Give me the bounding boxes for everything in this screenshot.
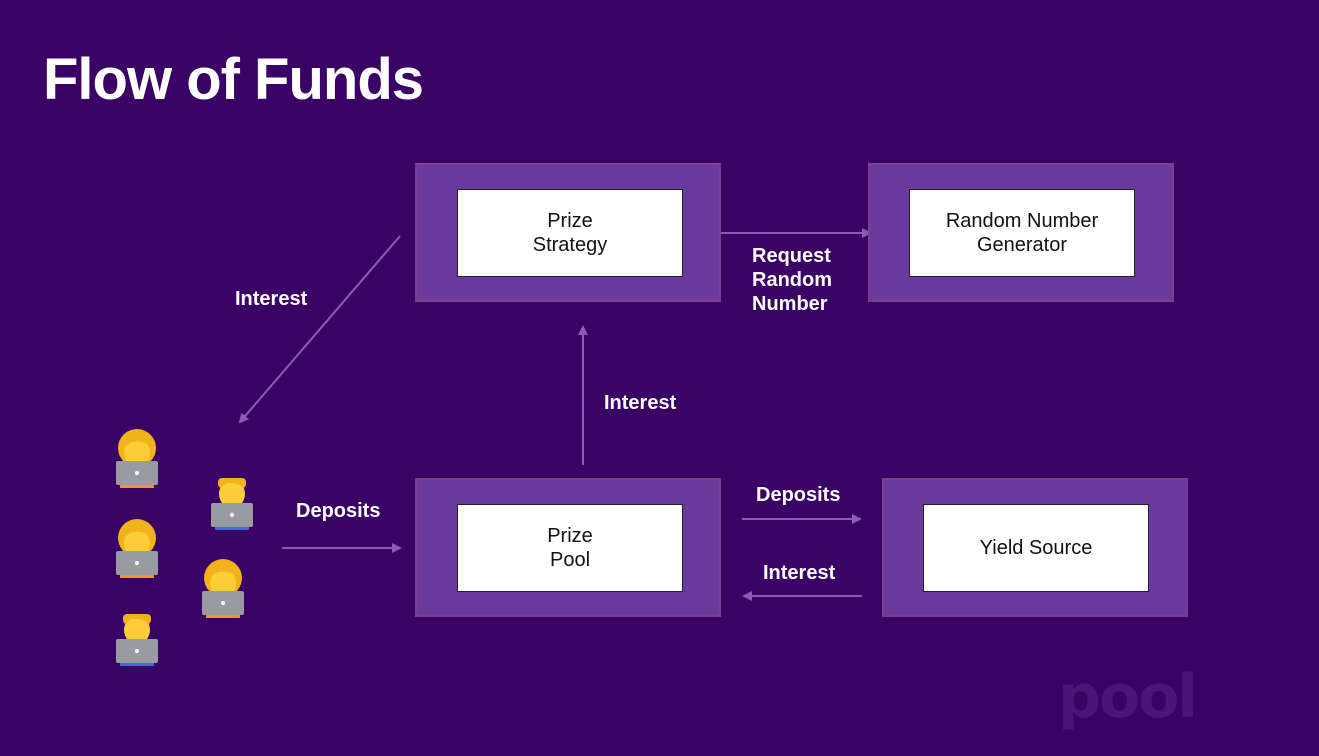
label-yield-to-pool: Interest xyxy=(763,562,836,584)
person-with-laptop-icon xyxy=(202,559,244,618)
rng-box: Random Number Generator xyxy=(909,189,1135,277)
yield-source-box: Yield Source xyxy=(923,504,1149,592)
prize-strategy-box: Prize Strategy xyxy=(457,189,683,277)
label-pool-to-strategy: Interest xyxy=(604,392,677,414)
prize-strategy-node: Prize Strategy xyxy=(415,163,721,302)
yield-source-node: Yield Source xyxy=(882,478,1188,617)
prize-strategy-label-line2: Strategy xyxy=(532,234,608,256)
yield-source-label: Yield Source xyxy=(979,537,1093,559)
rng-node: Random Number Generator xyxy=(868,163,1174,302)
label-strategy-to-users: Interest xyxy=(235,288,308,310)
label-strategy-to-rng-line3: Number xyxy=(752,293,828,315)
prize-strategy-label-line1: Prize xyxy=(547,210,593,232)
label-strategy-to-rng-line2: Random xyxy=(752,269,832,291)
arrow-strategy-to-users xyxy=(238,235,401,424)
prize-pool-node: Prize Pool xyxy=(415,478,721,617)
pool-logo: pool xyxy=(1058,662,1198,732)
person-with-laptop-icon xyxy=(211,478,253,530)
label-users-to-pool: Deposits xyxy=(296,500,381,522)
label-strategy-to-rng-line1: Request xyxy=(752,245,831,267)
person-with-laptop-icon xyxy=(116,519,158,578)
person-with-laptop-icon xyxy=(116,429,158,488)
slide-title: Flow of Funds xyxy=(43,47,424,112)
prize-pool-label-line2: Pool xyxy=(549,549,591,571)
prize-pool-box: Prize Pool xyxy=(457,504,683,592)
person-with-laptop-icon xyxy=(116,614,158,666)
label-strategy-to-rng: Request Random Number xyxy=(752,244,832,316)
prize-pool-label-line1: Prize xyxy=(547,525,593,547)
rng-label-line1: Random Number xyxy=(945,210,1099,232)
label-pool-to-yield: Deposits xyxy=(756,484,841,506)
rng-label-line2: Generator xyxy=(976,234,1068,256)
